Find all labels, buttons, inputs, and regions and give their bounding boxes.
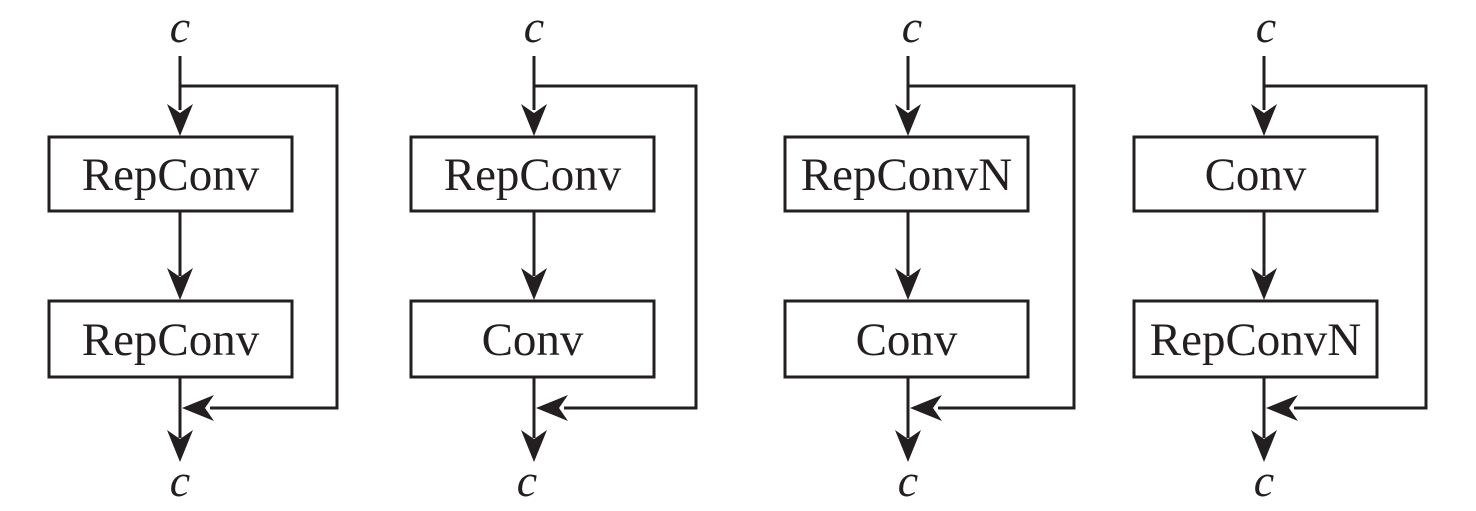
skip-merge-arrowhead	[182, 395, 214, 421]
arrowhead-into-bottom-box	[167, 268, 193, 300]
arrowhead-into-top-box	[1251, 104, 1277, 136]
output-arrowhead	[521, 430, 547, 462]
arrowhead-into-top-box	[895, 104, 921, 136]
output-label: c	[898, 455, 918, 506]
input-label: c	[902, 1, 922, 52]
output-label: c	[170, 455, 190, 506]
block-2: c RepConv Conv c	[409, 1, 698, 506]
output-label: c	[517, 455, 537, 506]
input-label: c	[1256, 1, 1276, 52]
top-box	[47, 135, 294, 213]
bottom-box-label: RepConvN	[1150, 314, 1362, 366]
skip-connection-line	[534, 84, 698, 410]
block-4: c Conv RepConvN c	[1132, 1, 1428, 506]
bottom-box	[1132, 299, 1379, 379]
skip-connection-line	[908, 84, 1076, 410]
arrowhead-into-bottom-box	[521, 268, 547, 300]
top-box-label: RepConvN	[801, 149, 1013, 201]
output-label: c	[1254, 455, 1274, 506]
bottom-box-label: RepConv	[82, 314, 260, 366]
top-box	[783, 135, 1030, 213]
skip-connection-line	[180, 84, 339, 410]
skip-merge-arrowhead	[1266, 395, 1298, 421]
top-box	[1132, 135, 1379, 213]
output-arrowhead	[1251, 430, 1277, 462]
arrowhead-into-top-box	[521, 104, 547, 136]
block-1: c RepConv RepConv c	[47, 1, 339, 506]
arrowhead-into-bottom-box	[895, 268, 921, 300]
bottom-box	[47, 299, 294, 379]
arrowhead-into-bottom-box	[1251, 268, 1277, 300]
bottom-box-label: Conv	[482, 314, 584, 366]
output-arrowhead	[167, 430, 193, 462]
bottom-box-label: Conv	[856, 314, 958, 366]
input-label: c	[524, 1, 544, 52]
skip-merge-arrowhead	[536, 395, 568, 421]
top-box-label: RepConv	[82, 149, 260, 201]
bottom-box	[409, 299, 656, 379]
input-label: c	[170, 1, 190, 52]
skip-merge-arrowhead	[910, 395, 942, 421]
block-3: c RepConvN Conv c	[783, 1, 1076, 506]
top-box-label: RepConv	[444, 149, 622, 201]
skip-connection-line	[1264, 84, 1428, 410]
arrowhead-into-top-box	[167, 104, 193, 136]
top-box-label: Conv	[1205, 149, 1307, 201]
output-arrowhead	[895, 430, 921, 462]
